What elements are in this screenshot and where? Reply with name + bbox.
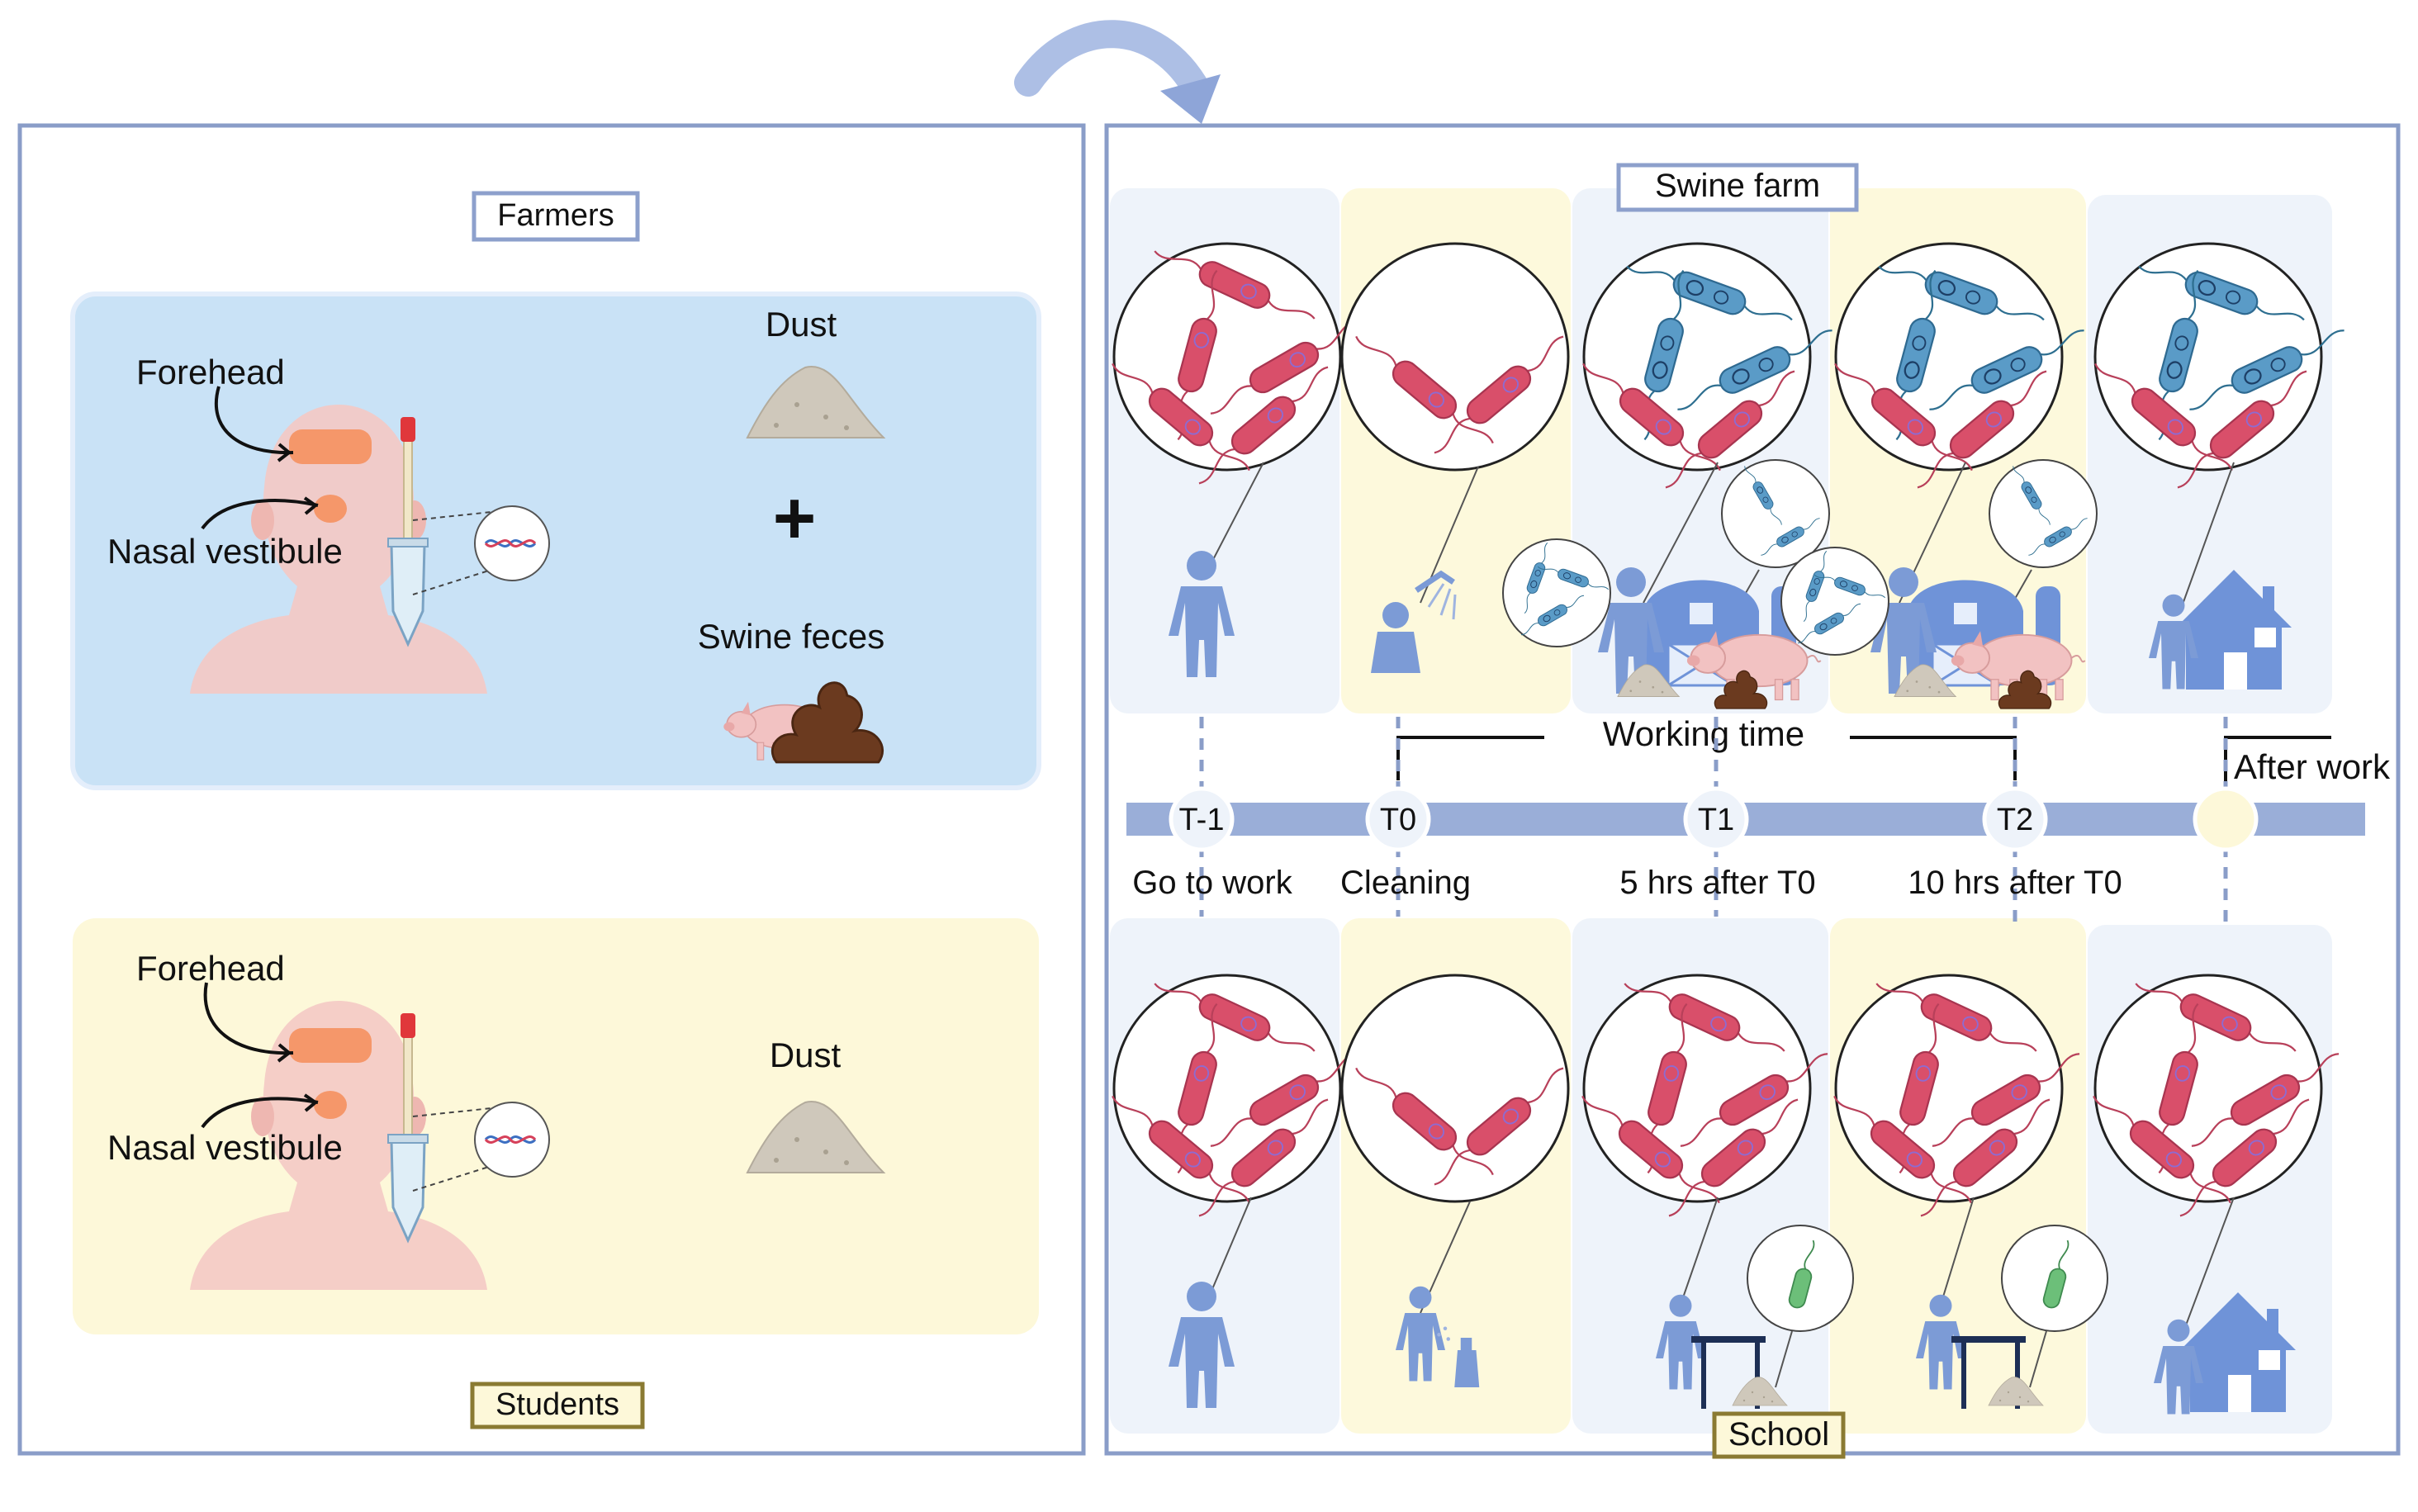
farm-scene-t2 [1780, 459, 2098, 709]
farm-scene-t1 [1502, 459, 1830, 709]
timeline-node-3 [1683, 786, 1749, 852]
bottom-microbiome-circle-2 [1340, 974, 1575, 1203]
top-microbiome-circle-3 [1576, 242, 1840, 496]
timeline-caption-1: Go to work [1132, 865, 1292, 901]
nasal-arrow [201, 499, 319, 530]
plus-sign: + [773, 477, 817, 560]
top-microbiome-circle-4 [1828, 242, 2092, 496]
timeline-node-1 [1169, 786, 1235, 852]
school-tag-box [1712, 1411, 1846, 1459]
student-nasal-label: Nasal vestibule [107, 1128, 343, 1167]
swine-farm-tag: Swine farm [1655, 168, 1820, 204]
farmer-showering [1371, 570, 1457, 673]
forehead-patch [289, 429, 372, 464]
student-dust-label: Dust [770, 1036, 842, 1074]
student-cleaning [1396, 1286, 1480, 1387]
timeline-caption-3: 5 hrs after T0 [1619, 865, 1815, 901]
farmer-nasal-label: Nasal vestibule [107, 532, 343, 571]
farmer-forehead-label: Forehead [136, 353, 285, 391]
student-forehead-label: Forehead [136, 949, 285, 988]
after-work-bracket [2224, 736, 2331, 793]
timeline-node-label-4: T2 [1997, 803, 2033, 837]
timeline-caption-4: 10 hrs after T0 [1908, 865, 2122, 901]
bottom-microbiome-circle-3 [1575, 968, 1837, 1225]
school-tag: School [1728, 1416, 1829, 1453]
swine-feces-label: Swine feces [698, 617, 884, 656]
swine-farm-tag-box [1616, 163, 1859, 212]
timeline-node-2 [1365, 786, 1431, 852]
student-forehead-patch [289, 1028, 372, 1063]
timeline-caption-2: Cleaning [1340, 865, 1471, 901]
curved-arrow [1014, 20, 1211, 105]
top-microbiome-circle-1 [1105, 235, 1367, 492]
timeline-node-4 [1982, 786, 2048, 852]
timeline-node-label-1: T-1 [1179, 803, 1225, 837]
bottom-microbiome-circle-4 [1827, 968, 2088, 1225]
top-microbiome-circle-5 [2088, 242, 2352, 496]
farmers-tag: Farmers [497, 198, 614, 233]
working-time-label: Working time [1603, 714, 1804, 753]
student-lab-t2 [1916, 1197, 2108, 1409]
farmers-tag-box [472, 191, 640, 242]
forehead-arrow [214, 386, 294, 455]
timeline-node-label-2: T0 [1380, 803, 1416, 837]
curved-arrow-head [1160, 74, 1221, 124]
top-microbiome-circle-2 [1340, 242, 1575, 472]
bottom-microbiome-circle-5 [2086, 968, 2348, 1225]
nasal-patch [314, 495, 347, 523]
student-nasal-patch [314, 1091, 347, 1119]
students-tag-box [470, 1382, 645, 1429]
students-tag: Students [495, 1387, 619, 1422]
student-lab-t1 [1656, 1197, 1854, 1409]
farmer-dust-label: Dust [766, 305, 837, 344]
farmer-dna-icon [473, 505, 551, 582]
after-work-label: After work [2234, 747, 2391, 786]
dashed-connectors [1199, 717, 2228, 925]
timeline-node-5 [2193, 786, 2259, 852]
student-dna-icon [473, 1101, 551, 1178]
timeline-node-label-3: T1 [1698, 803, 1734, 837]
bottom-microbiome-circle-1 [1105, 968, 1367, 1225]
